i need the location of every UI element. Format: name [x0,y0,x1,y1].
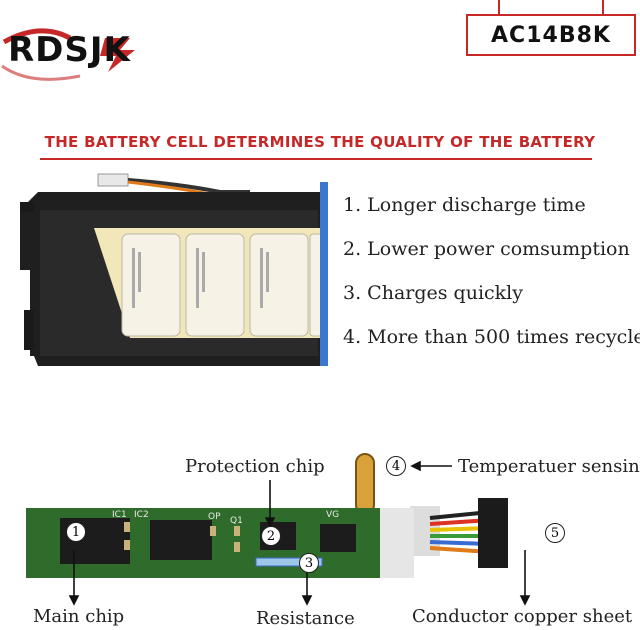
silk-q1: Q1 [230,516,243,526]
feature-item-2: 2. Lower power comsumption [343,238,630,260]
pcb-illustration [26,453,508,578]
brand-name: RDSJK [8,30,131,70]
silk-vg: VG [326,510,340,520]
silk-ic2: IC2 [134,510,149,520]
feature-item-4: 4. More than 500 times recycle [343,326,640,348]
headline-underline [40,158,592,160]
battery-illustration [20,173,328,366]
feature-item-3: 3. Charges quickly [343,282,523,304]
marker-1: 1 [66,522,86,542]
feature-item-1: 1. Longer discharge time [343,194,586,216]
brand-logo: RDSJK [0,0,200,100]
callout-lines [68,460,531,606]
model-badge: AC14B8K [466,0,636,56]
marker-5: 5 [545,523,565,543]
silk-ic1: IC1 [112,510,127,520]
callout-main-chip: Main chip [33,606,125,627]
headline: THE BATTERY CELL DETERMINES THE QUALITY … [44,133,596,151]
callout-protection-chip: Protection chip [185,456,325,477]
callout-conductor-copper-sheet: Conductor copper sheet [412,606,633,627]
silk-op: OP [208,512,221,522]
logo-swoosh-icon [1,28,135,81]
callout-resistance: Resistance [256,608,355,629]
marker-2: 2 [261,526,281,546]
model-code: AC14B8K [491,22,611,48]
callout-temperature-sensing: Temperatuer sensing [458,456,640,477]
marker-3: 3 [299,553,319,573]
marker-4: 4 [386,456,406,476]
